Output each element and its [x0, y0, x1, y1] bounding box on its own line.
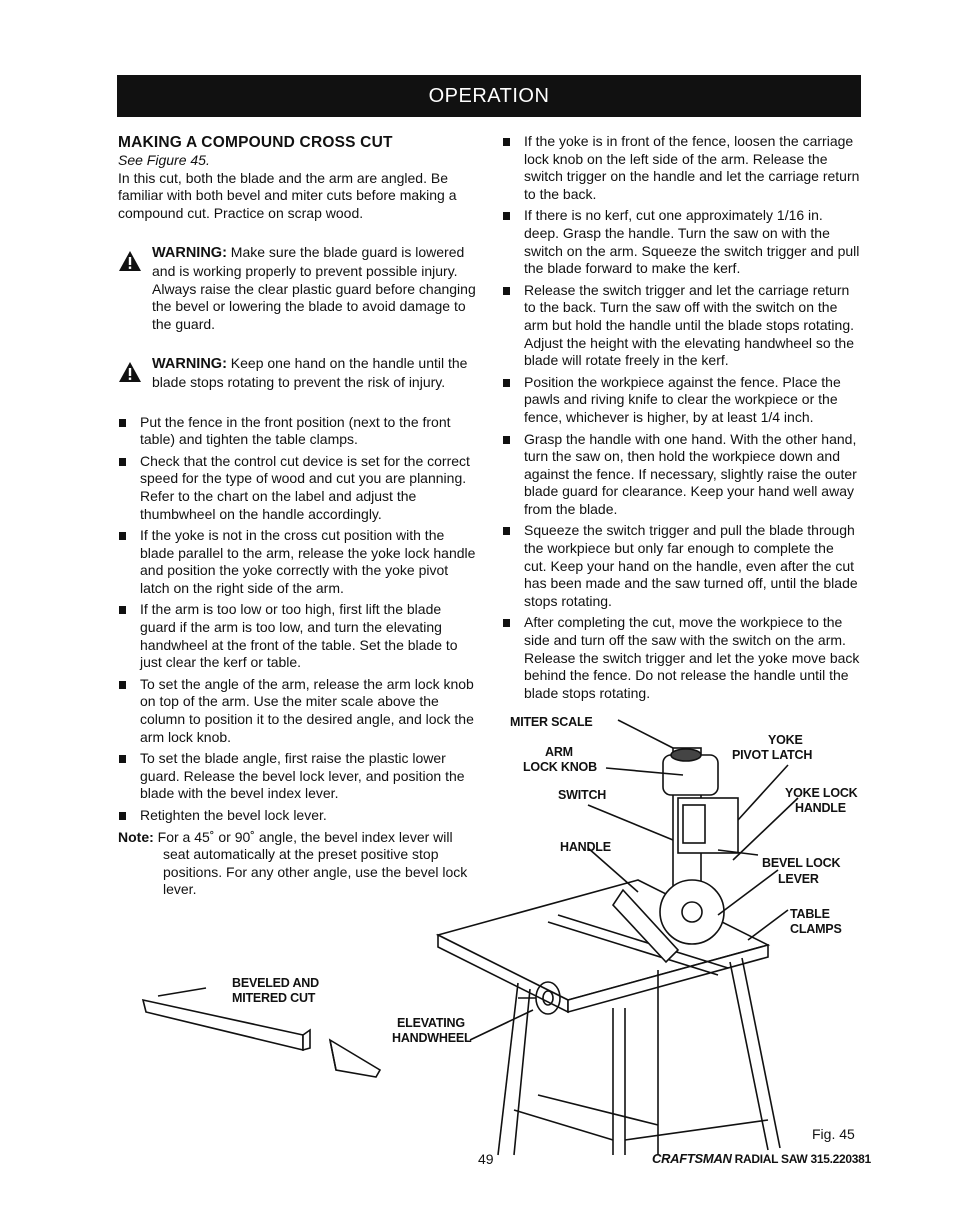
list-item: Retighten the bevel lock lever.: [118, 807, 480, 825]
warning-block-1: WARNING: Make sure the blade guard is lo…: [118, 244, 480, 333]
warning-label: WARNING:: [152, 356, 227, 373]
label-yoke-pivot-latch: YOKE: [768, 733, 803, 747]
right-bullet-list: If the yoke is in front of the fence, lo…: [502, 133, 860, 702]
label-beveled-cut: BEVELED AND: [232, 976, 319, 990]
label-yoke-lock-handle: YOKE LOCK: [785, 786, 858, 800]
radial-saw-illustration: [141, 719, 799, 1156]
label-beveled-cut: MITERED CUT: [232, 991, 316, 1005]
brand-logo: CRAFTSMAN: [652, 1151, 732, 1166]
list-item: Grasp the handle with one hand. With the…: [502, 431, 860, 519]
warning-text: Make sure the blade guard is lowered and…: [152, 244, 476, 332]
label-miter-scale: MITER SCALE: [510, 715, 593, 729]
list-item: If the yoke is not in the cross cut posi…: [118, 527, 480, 597]
label-bevel-lock-lever: LEVER: [778, 872, 819, 886]
label-elevating-handwheel: ELEVATING: [397, 1016, 465, 1030]
list-item: To set the blade angle, first raise the …: [118, 750, 480, 803]
list-item: Squeeze the switch trigger and pull the …: [502, 522, 860, 610]
note-text: For a 45˚ or 90˚ angle, the bevel index …: [153, 828, 468, 898]
label-yoke-lock-handle: HANDLE: [795, 801, 846, 815]
note-paragraph: Note: For a 45˚ or 90˚ angle, the bevel …: [118, 829, 480, 899]
list-item: If the yoke is in front of the fence, lo…: [502, 133, 860, 203]
footer-product: CRAFTSMAN RADIAL SAW 315.220381: [652, 1151, 871, 1166]
label-elevating-handwheel: HANDWHEEL: [392, 1031, 472, 1045]
list-item: If the arm is too low or too high, first…: [118, 601, 480, 671]
label-bevel-lock-lever: BEVEL LOCK: [762, 856, 841, 870]
label-yoke-pivot-latch: PIVOT LATCH: [732, 748, 813, 762]
list-item: Position the workpiece against the fence…: [502, 374, 860, 427]
right-column: If the yoke is in front of the fence, lo…: [502, 133, 860, 706]
left-column: MAKING A COMPOUND CROSS CUT See Figure 4…: [118, 133, 480, 899]
page-number: 49: [478, 1151, 494, 1167]
warning-label: WARNING:: [152, 245, 227, 262]
figure-reference: See Figure 45.: [118, 152, 210, 168]
list-item: If there is no kerf, cut one approximate…: [502, 207, 860, 277]
warning-triangle-icon: [119, 251, 141, 272]
label-handle: HANDLE: [560, 840, 611, 854]
label-table-clamps: CLAMPS: [790, 922, 842, 936]
label-arm-lock-knob: LOCK KNOB: [523, 760, 597, 774]
warning-triangle-icon: [119, 362, 141, 383]
list-item: Put the fence in the front position (nex…: [118, 414, 480, 449]
label-table-clamps: TABLE: [790, 907, 830, 921]
intro-paragraph: In this cut, both the blade and the arm …: [118, 169, 457, 221]
list-item: To set the angle of the arm, release the…: [118, 676, 480, 746]
label-arm-lock-knob: ARM: [545, 745, 573, 759]
section-heading: MAKING A COMPOUND CROSS CUT: [118, 134, 393, 151]
section-banner: OPERATION: [117, 75, 861, 117]
warning-block-2: WARNING: Keep one hand on the handle unt…: [118, 355, 480, 391]
list-item: Release the switch trigger and let the c…: [502, 282, 860, 370]
list-item: Check that the control cut device is set…: [118, 453, 480, 523]
left-bullet-list: Put the fence in the front position (nex…: [118, 414, 480, 825]
list-item: After completing the cut, move the workp…: [502, 614, 860, 702]
warning-text: Keep one hand on the handle until the bl…: [152, 355, 468, 390]
label-switch: SWITCH: [558, 788, 607, 802]
product-name: RADIAL SAW 315.220381: [731, 1152, 872, 1166]
note-label: Note:: [118, 828, 154, 845]
figure-caption: Fig. 45: [812, 1126, 855, 1142]
